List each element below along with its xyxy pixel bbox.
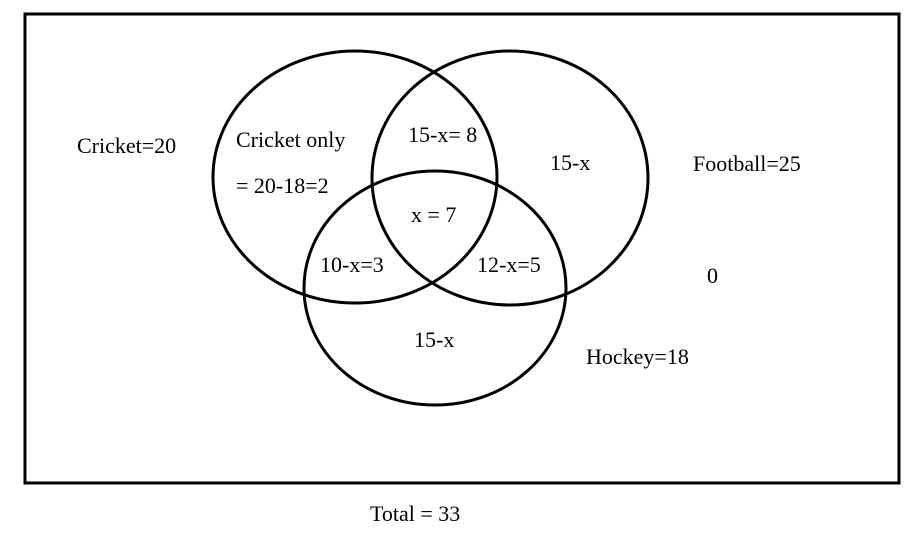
football-only-region: 15-x bbox=[550, 150, 590, 175]
hockey-set-label: Hockey=18 bbox=[586, 344, 689, 369]
cricket-set-label: Cricket=20 bbox=[77, 133, 176, 158]
hockey-circle bbox=[302, 169, 568, 407]
football-hockey-region: 12-x=5 bbox=[477, 252, 541, 277]
cricket-football-region: 15-x= 8 bbox=[408, 122, 477, 147]
cricket-circle bbox=[211, 49, 499, 305]
cricket-hockey-region: 10-x=3 bbox=[320, 252, 384, 277]
football-circle bbox=[370, 49, 650, 307]
cricket-only-value: = 20-18=2 bbox=[236, 173, 329, 198]
total-label: Total = 33 bbox=[370, 501, 460, 526]
cricket-only-title: Cricket only bbox=[236, 127, 345, 152]
center-region: x = 7 bbox=[411, 202, 456, 227]
outside-region: 0 bbox=[707, 263, 718, 288]
football-set-label: Football=25 bbox=[693, 151, 801, 176]
universal-set-frame bbox=[23, 12, 901, 485]
hockey-only-region: 15-x bbox=[414, 327, 454, 352]
